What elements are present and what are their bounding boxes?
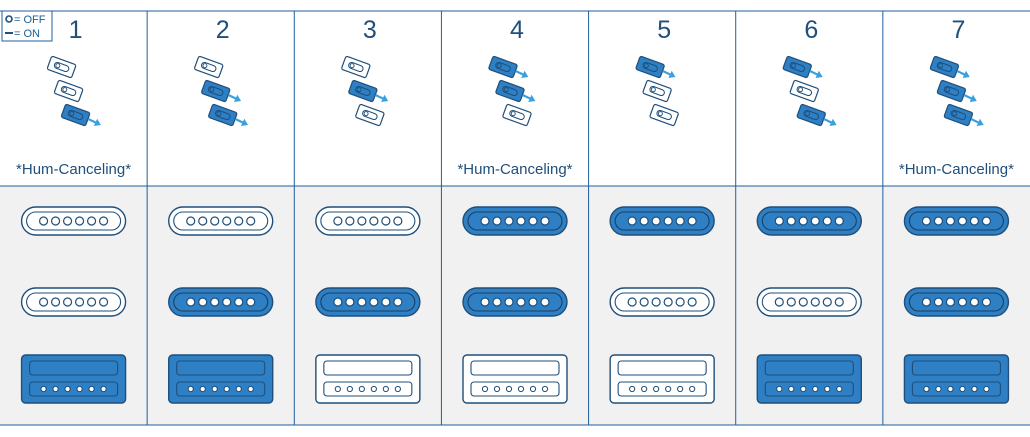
neck-pickup: [462, 206, 568, 236]
on-arrow-icon: [522, 94, 536, 103]
position-column: 4 *Hum-Canceling*: [441, 11, 589, 425]
position-column: 2: [147, 11, 295, 425]
on-arrow-icon: [662, 70, 676, 79]
switch-tab: [649, 103, 679, 127]
bridge-pickup: [168, 354, 274, 404]
on-arrow-icon: [234, 118, 249, 127]
legend-off-label: = OFF: [14, 14, 46, 26]
position-number: 4: [510, 16, 524, 44]
middle-pickup: [903, 287, 1010, 317]
position-column: 1 *Hum-Canceling*: [0, 11, 148, 425]
switch-tab: [208, 103, 238, 127]
switch-tab: [943, 103, 974, 127]
on-arrow-icon: [809, 70, 823, 79]
switch-tab: [53, 79, 84, 103]
position-number: 6: [804, 16, 818, 44]
on-arrow-icon: [963, 94, 977, 103]
position-number: 5: [657, 16, 671, 44]
on-arrow-icon: [87, 118, 101, 127]
neck-pickup: [903, 206, 1010, 236]
switch-tab: [348, 79, 378, 103]
switch-tab: [194, 55, 224, 79]
position-number: 2: [216, 16, 230, 44]
switch-tab: [782, 55, 812, 79]
switch-positions: 1 *Hum-Canceling* 2 3 4 *Hum-Canceling* 5 6 7 *Hu…: [0, 11, 1030, 425]
on-arrow-icon: [956, 70, 970, 79]
on-arrow-icon: [375, 94, 389, 103]
off-symbol-icon: [5, 15, 13, 23]
position-number: 7: [951, 16, 965, 44]
position-column: 6: [735, 11, 883, 425]
bridge-pickup: [315, 354, 421, 404]
on-arrow-icon: [227, 94, 242, 103]
switch-tab: [355, 103, 385, 127]
legend: = OFF = ON: [1, 10, 53, 42]
neck-pickup: [609, 206, 715, 236]
bridge-pickup: [20, 354, 127, 404]
bridge-pickup: [609, 354, 715, 404]
bridge-pickup: [903, 354, 1010, 404]
position-column: 5: [588, 11, 736, 425]
neck-pickup: [756, 206, 862, 236]
switch-tab: [502, 103, 532, 127]
middle-pickup: [609, 287, 715, 317]
switch-tab: [796, 103, 826, 127]
neck-pickup: [315, 206, 421, 236]
switch-tab: [201, 79, 231, 103]
position-column: 3: [294, 11, 442, 425]
on-arrow-icon: [970, 118, 984, 127]
hum-canceling-note: *Hum-Canceling*: [899, 161, 1014, 178]
grid-lines: [0, 10, 1030, 426]
switch-tab: [642, 79, 672, 103]
switch-tab: [789, 79, 819, 103]
middle-pickup: [315, 287, 421, 317]
bridge-pickup: [462, 354, 568, 404]
switch-tab: [635, 55, 665, 79]
middle-pickup: [168, 287, 274, 317]
switch-tab: [488, 55, 518, 79]
legend-on-label: = ON: [14, 28, 40, 40]
neck-pickup: [20, 206, 127, 236]
on-arrow-icon: [515, 70, 529, 79]
middle-pickup: [20, 287, 127, 317]
switch-tab: [936, 79, 967, 103]
position-column: 7 *Hum-Canceling*: [882, 11, 1030, 425]
hum-canceling-note: *Hum-Canceling*: [457, 161, 572, 178]
position-number: 1: [69, 16, 83, 44]
neck-pickup: [168, 206, 274, 236]
middle-pickup: [462, 287, 568, 317]
switch-tab: [46, 55, 77, 79]
bridge-pickup: [756, 354, 862, 404]
hum-canceling-note: *Hum-Canceling*: [16, 161, 131, 178]
switch-tab: [929, 55, 960, 79]
on-arrow-icon: [823, 118, 837, 127]
switch-tab: [495, 79, 525, 103]
middle-pickup: [756, 287, 862, 317]
switch-tab: [60, 103, 91, 127]
position-number: 3: [363, 16, 377, 44]
switch-tab: [341, 55, 371, 79]
